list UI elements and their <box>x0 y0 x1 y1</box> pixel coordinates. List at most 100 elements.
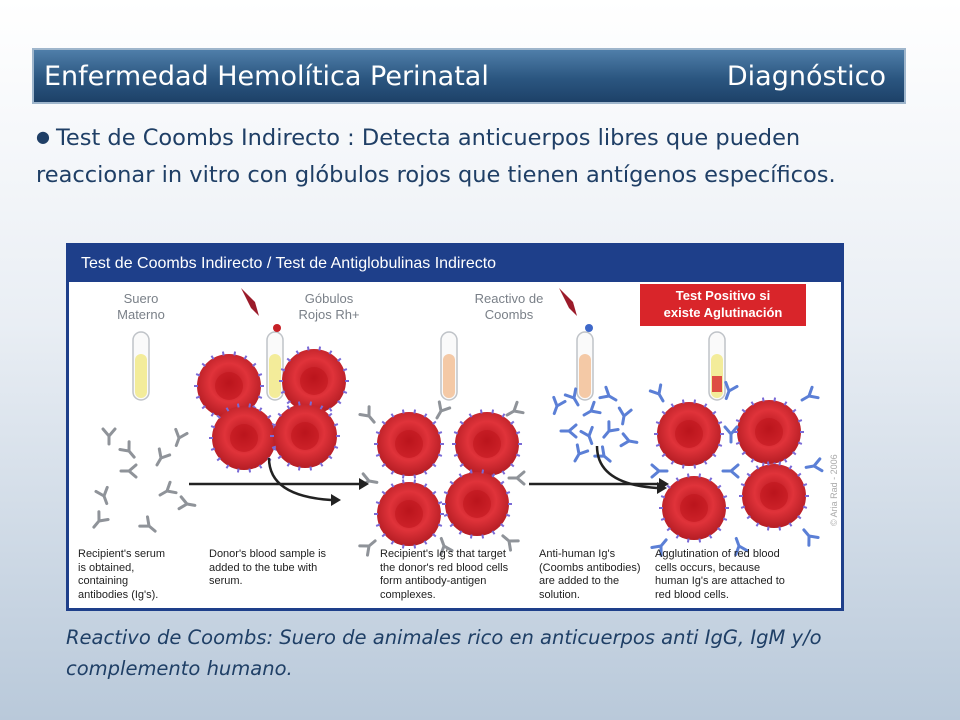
rbc-agglutinated-antigen <box>766 526 770 531</box>
rbc-donor-antigen <box>236 468 240 473</box>
rbc-agglutinated-antigen <box>660 517 666 521</box>
rbc-agglutinated-antigen <box>666 484 671 489</box>
rbc-donor-antigen <box>233 351 237 356</box>
rbc-agglutinated-antigen <box>686 538 690 543</box>
rbc-agglutinated-antigen <box>666 527 671 532</box>
rbc-sensitized-antigen <box>491 409 495 414</box>
rbc-donor-antigen <box>295 350 300 355</box>
slide-title: Enfermedad Hemolítica Perinatal <box>44 60 489 92</box>
rbc-donor-antigen <box>258 407 263 412</box>
rbc-sensitized-antigen <box>481 534 485 539</box>
serum-antibody-icon <box>158 480 178 497</box>
rbc-agglutinated-antigen <box>693 464 697 469</box>
rbc-donor-antigen <box>248 468 252 473</box>
rbc-sensitized-center <box>463 490 491 518</box>
rbc-agglutinated-center <box>675 420 703 448</box>
rbc-agglutinated-antigen <box>722 495 728 499</box>
rbc-agglutinated-antigen <box>717 527 722 532</box>
serum-antibody-icon <box>118 440 136 459</box>
rbc-sensitized-antigen <box>390 470 395 475</box>
rbc-agglutinated-center <box>755 418 783 446</box>
rbc-sensitized-center <box>473 430 501 458</box>
rbc-agglutinated-antigen <box>783 458 788 463</box>
arrow-step-2-head <box>331 494 341 506</box>
slide-section: Diagnóstico <box>726 60 886 92</box>
rbc-donor-antigen <box>201 405 206 410</box>
rbc-sensitized-antigen <box>453 453 459 457</box>
rbc-sensitized-antigen <box>510 463 515 468</box>
rbc-donor-antigen <box>337 357 342 362</box>
rbc-agglutinated-antigen <box>797 515 802 520</box>
rbc-agglutinated-antigen <box>717 443 723 447</box>
rbc-sensitized-antigen <box>390 483 395 488</box>
rbc-agglutinated-antigen <box>655 421 661 425</box>
rbc-donor-antigen <box>328 350 333 355</box>
coombs-antibody-icon <box>579 425 594 446</box>
rbc-agglutinated-antigen <box>675 534 680 539</box>
rbc-sensitized-antigen <box>375 523 381 527</box>
rbc-sensitized-antigen <box>481 469 485 474</box>
rbc-sensitized-antigen <box>381 463 386 468</box>
rbc-donor-antigen <box>342 368 348 372</box>
rbc-sensitized-antigen <box>459 420 464 425</box>
rbc-agglutinated-antigen <box>761 462 765 467</box>
rbc-donor-antigen <box>342 390 348 394</box>
rbc-agglutinated-antigen <box>797 419 803 423</box>
rbc-agglutinated-antigen <box>783 401 788 406</box>
rbc-sensitized-antigen <box>437 501 443 505</box>
rbc-donor-antigen <box>243 355 248 360</box>
rbc-agglutinated-antigen <box>703 460 708 465</box>
bridging-antibody-icon <box>648 383 665 403</box>
rbc-agglutinated-antigen <box>722 517 728 521</box>
rbc-sensitized-antigen <box>401 409 405 414</box>
arrow-step-2 <box>267 457 332 502</box>
rbc-sensitized-antigen <box>413 474 417 479</box>
bridging-antibody-icon <box>802 528 820 547</box>
rbc-agglutinated-antigen <box>661 453 666 458</box>
bound-antibody-icon <box>439 536 454 557</box>
rbc-donor-antigen <box>286 400 291 405</box>
rbc-donor-antigen <box>210 412 215 417</box>
rbc-sensitized-antigen <box>390 413 395 418</box>
rbc-sensitized-antigen <box>401 474 405 479</box>
rbc-sensitized-antigen <box>458 473 463 478</box>
rbc-donor-antigen <box>319 405 324 410</box>
bridging-antibody-icon <box>650 538 668 557</box>
rbc-sensitized-antigen <box>491 473 496 478</box>
rbc-donor-center <box>291 422 319 450</box>
coombs-antibody-icon <box>582 400 602 417</box>
rbc-agglutinated-antigen <box>717 421 723 425</box>
rbc-sensitized-antigen <box>432 420 437 425</box>
bullet-text: ●Test de Coombs Indirecto : Detecta anti… <box>36 118 856 194</box>
rbc-sensitized-antigen <box>375 453 381 457</box>
rbc-sensitized-antigen <box>432 533 437 538</box>
rbc-agglutinated-antigen <box>761 397 765 402</box>
rbc-sensitized-antigen <box>381 533 386 538</box>
coombs-antibody-icon <box>617 406 633 426</box>
rbc-sensitized-antigen <box>443 491 449 495</box>
rbc-agglutinated-antigen <box>746 515 751 520</box>
serum-antibody-icon <box>101 427 117 446</box>
rbc-donor-antigen <box>271 423 277 427</box>
rbc-donor-center <box>300 367 328 395</box>
rbc-sensitized-antigen <box>423 470 428 475</box>
rbc-donor-antigen <box>195 395 201 399</box>
rbc-sensitized-antigen <box>469 469 473 474</box>
rbc-sensitized-antigen <box>501 470 506 475</box>
bound-antibody-icon <box>358 405 376 424</box>
rbc-agglutinated-antigen <box>802 505 808 509</box>
serum-antibody-icon <box>94 485 109 506</box>
label-reactivo-coombs: Reactivo de Coombs <box>474 291 544 322</box>
bound-antibody-icon <box>435 400 452 420</box>
rbc-agglutinated-center <box>760 482 788 510</box>
rbc-donor-antigen <box>333 423 339 427</box>
rbc-agglutinated-antigen <box>660 495 666 499</box>
serum-antibody-icon <box>177 495 197 511</box>
rbc-sensitized-antigen <box>375 431 381 435</box>
rbc-donor-center <box>230 424 258 452</box>
rbc-donor-antigen <box>248 403 252 408</box>
rbc-donor-antigen <box>280 368 286 372</box>
rbc-donor-antigen <box>221 351 225 356</box>
rbc-sensitized-antigen <box>423 413 428 418</box>
bound-antibody-icon <box>358 539 377 557</box>
